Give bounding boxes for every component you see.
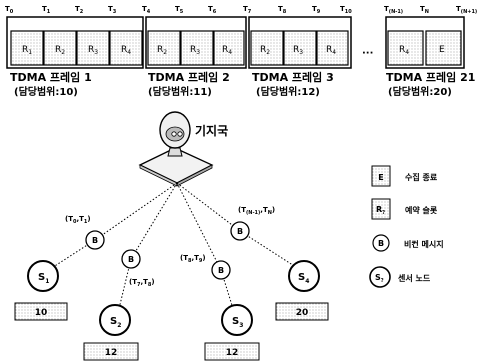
tick-t7: T7 — [243, 5, 252, 15]
frames-ellipsis: ··· — [362, 48, 373, 59]
tdma-frame-1: R1 R2 R3 R4 TDMA 프레임 1 (담당범위:10) — [7, 17, 143, 98]
legend-end-text: 수집 종료 — [405, 172, 438, 182]
beacon-3: B (T8,T9) — [180, 254, 230, 279]
beacon-2-label: (T7,T8) — [129, 278, 155, 288]
frame-3-range: (담당범위:12) — [256, 85, 320, 98]
links — [47, 183, 302, 317]
legend-end-symbol: E — [378, 173, 383, 182]
link-bs-beacon1 — [95, 183, 177, 240]
frame-1-range: (담당범위:10) — [14, 85, 78, 98]
beacon-1: B (T0,T1) — [65, 215, 104, 249]
tick-t5: T5 — [175, 5, 184, 15]
legend-beacon-symbol: B — [378, 239, 384, 248]
tick-tn-1: T(N-1) — [384, 5, 403, 15]
tick-t1: T1 — [42, 5, 51, 15]
tick-t6: T6 — [208, 5, 217, 15]
frame-3-title: TDMA 프레임 3 — [252, 70, 334, 84]
beacon-4: B (T(N-1),TN) — [231, 206, 275, 240]
beacon-symbol: B — [128, 255, 134, 264]
slot — [388, 31, 423, 65]
slot-label-end: E — [439, 45, 445, 55]
beacon-4-label: (T(N-1),TN) — [238, 206, 275, 216]
tick-t10: T10 — [340, 5, 352, 15]
slot — [181, 31, 213, 65]
frame-2-title: TDMA 프레임 2 — [148, 70, 230, 84]
slot — [214, 31, 244, 65]
legend-beacon-text: 비컨 메시지 — [404, 239, 444, 249]
tick-tn: TN — [420, 5, 429, 15]
beacon-symbol: B — [218, 266, 224, 275]
tick-t4: T4 — [142, 5, 151, 15]
sensor-node-3: S3 12 — [205, 305, 259, 360]
tick-tn+1: T(N+1) — [456, 5, 477, 15]
time-axis: T0 T1 T2 T3 T4 T5 T6 T7 T8 T9 T10 T(N-1)… — [5, 5, 477, 15]
beacon-2: B (T7,T8) — [122, 250, 155, 288]
antenna-feed — [172, 132, 176, 136]
slot — [148, 31, 180, 65]
legend-reserved-text: 예약 슬롯 — [405, 205, 438, 215]
beacon-symbol: B — [237, 227, 243, 236]
slot — [317, 31, 348, 65]
tdma-frame-2: R2 R3 R4 TDMA 프레임 2 (담당범위:11) — [146, 17, 246, 98]
frame-2-range: (담당범위:11) — [148, 85, 212, 98]
legend-sensor-text: 센서 노드 — [398, 273, 431, 283]
sensor-range-value: 10 — [35, 308, 48, 318]
link-bs-beacon2 — [131, 183, 177, 259]
tick-t3: T3 — [108, 5, 117, 15]
tick-t8: T8 — [278, 5, 287, 15]
sensor-node-1: S1 10 — [15, 261, 67, 320]
tick-t9: T9 — [312, 5, 321, 15]
tick-t0: T0 — [5, 5, 14, 15]
legend: E 수집 종료 R? 예약 슬롯 B 비컨 메시지 S? 센서 노드 — [370, 166, 444, 287]
beacon-1-label: (T0,T1) — [65, 215, 91, 225]
beacon-3-label: (T8,T9) — [180, 254, 206, 264]
frame-21-title: TDMA 프레임 21 — [386, 70, 475, 84]
base-station: 기지국 — [140, 112, 228, 186]
sensor-node-4: S4 20 — [276, 261, 328, 320]
sensor-range-value: 12 — [226, 348, 239, 358]
sensor-node-2: S2 12 — [84, 305, 138, 360]
antenna-feed — [178, 132, 182, 136]
slot — [284, 31, 316, 65]
sensor-range-value: 20 — [296, 308, 309, 318]
base-station-stand — [168, 148, 182, 156]
frame-1-title: TDMA 프레임 1 — [10, 70, 92, 84]
link-bs-beacon4 — [177, 183, 240, 231]
beacon-symbol: B — [92, 236, 98, 245]
tick-t2: T2 — [75, 5, 84, 15]
slot — [251, 31, 283, 65]
sensor-range-value: 12 — [105, 348, 118, 358]
base-station-label: 기지국 — [195, 123, 228, 138]
tdma-frame-3: R2 R3 R4 TDMA 프레임 3 (담당범위:12) — [249, 17, 351, 98]
tdma-frame-21: R4 E TDMA 프레임 21 (담당범위:20) — [386, 17, 475, 98]
frame-21-range: (담당범위:20) — [388, 85, 452, 98]
